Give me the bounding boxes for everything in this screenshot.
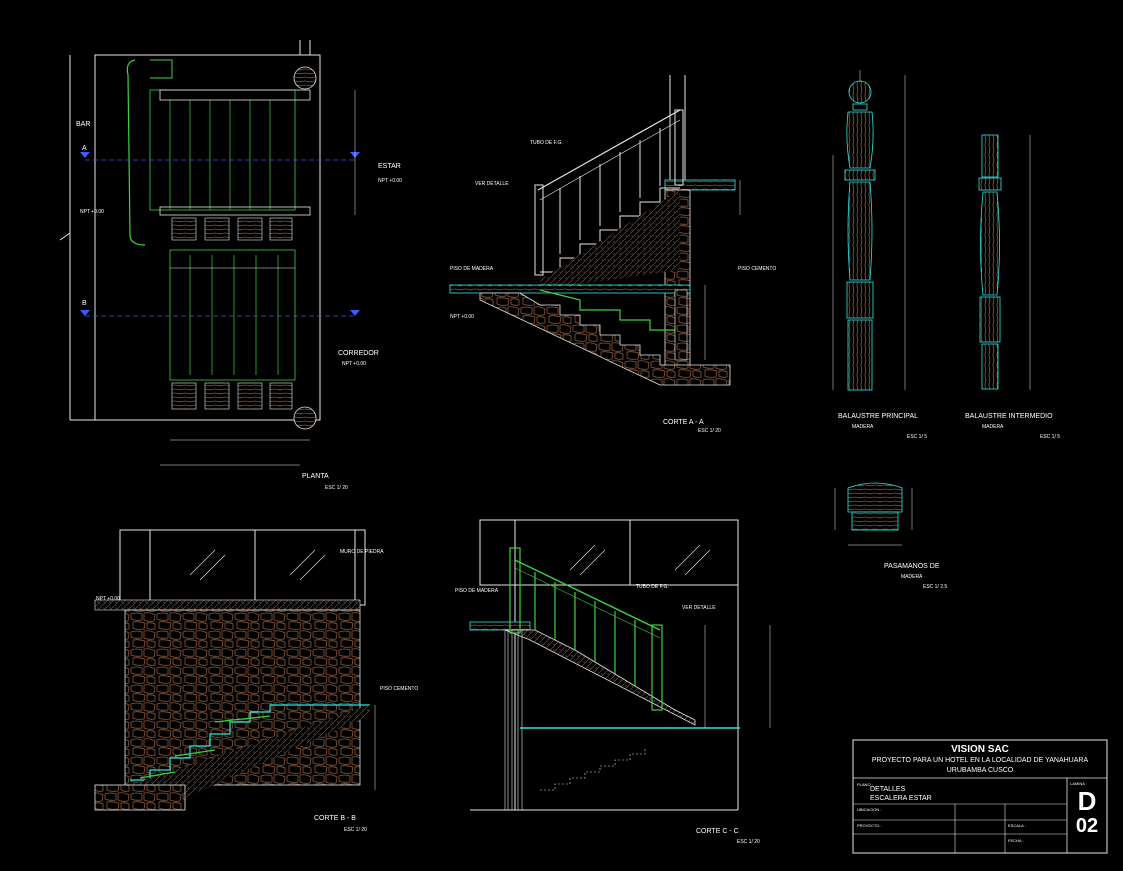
tb-plano-label: PLANO :	[857, 782, 873, 787]
title-block: VISION SAC PROYECTO PARA UN HOTEL EN LA …	[852, 739, 1108, 854]
corte-b-scale: ESC 1/ 20	[344, 827, 367, 833]
plan-cut-b-left: B	[82, 300, 87, 307]
baluster-intermediate-scale: ESC 1/ 5	[1040, 434, 1060, 440]
corte-c-note-2: TUBO DE F.G.	[636, 584, 669, 590]
plan-title: PLANTA	[302, 473, 329, 480]
tb-fecha-label: FECHA :	[1008, 838, 1024, 843]
plan-cut-a-left: A	[82, 145, 87, 152]
tb-project-line1: PROYECTO PARA UN HOTEL EN LA LOCALIDAD D…	[872, 757, 1089, 764]
plan-level-1: NPT +0.00	[80, 209, 104, 215]
corte-a-scale: ESC 1/ 20	[698, 428, 721, 434]
baluster-intermediate: BALAUSTRE INTERMEDIO MADERA ESC 1/ 5	[965, 134, 1060, 440]
plan-level-3: NPT +0.00	[342, 361, 366, 367]
corte-c-title: CORTE C - C	[696, 828, 739, 835]
tb-lamina-letter: D	[1078, 786, 1097, 816]
plan-label-bar: BAR	[76, 121, 90, 128]
handrail-scale: ESC 1/ 2.5	[923, 584, 947, 590]
balusters-c	[534, 572, 636, 686]
baluster-main-scale: ESC 1/ 5	[907, 434, 927, 440]
corte-a-note-2: VER DETALLE	[475, 181, 509, 187]
tb-lamina-number: 02	[1076, 815, 1098, 837]
corte-a-note-4: PISO CEMENTO	[738, 266, 776, 272]
baluster-main: BALAUSTRE PRINCIPAL MADERA ESC 1/ 5	[832, 70, 927, 440]
corte-c-note-3: VER DETALLE	[682, 605, 716, 611]
tb-ubicacion-label: UBICACION :	[857, 807, 881, 812]
handrail-a	[537, 109, 681, 191]
corte-a-level: NPT +0.00	[450, 314, 474, 320]
tb-escala-label: ESCALA :	[1008, 823, 1026, 828]
corte-c-scale: ESC 1/ 20	[737, 839, 760, 845]
newel-post-bottom	[293, 406, 317, 430]
plan-view: BAR ESTAR CORREDOR A B NPT +0.00 NPT +0.…	[59, 40, 402, 491]
tb-lamina-label: LAMINA :	[1070, 781, 1087, 786]
tb-project-line2: URUBAMBA CUSCO	[947, 767, 1014, 774]
tb-plano-1: DETALLES	[870, 786, 906, 793]
plan-upper-treads	[149, 89, 311, 216]
handrail-title: PASAMANOS DE	[884, 563, 940, 570]
plan-lower-treads	[169, 249, 296, 381]
corte-b-note-1: PISO CEMENTO	[380, 686, 418, 692]
corte-c-note-1: PISO DE MADERA	[455, 588, 499, 594]
corte-b-title: CORTE B - B	[314, 815, 356, 822]
balusters-a	[559, 128, 661, 254]
handrail-detail: PASAMANOS DE MADERA ESC 1/ 2.5	[834, 482, 947, 590]
plan-label-corridor: CORREDOR	[338, 350, 379, 357]
baluster-main-subtitle: MADERA	[852, 424, 874, 430]
corte-b-level: NPT +0.00	[96, 596, 120, 602]
handrail-subtitle: MADERA	[901, 574, 923, 580]
tb-plano-2: ESCALERA ESTAR	[870, 795, 932, 802]
corte-a-title: CORTE A - A	[663, 419, 704, 426]
plan-scale: ESC 1/ 20	[325, 485, 348, 491]
plan-level-2: NPT +0.00	[378, 178, 402, 184]
baluster-main-title: BALAUSTRE PRINCIPAL	[838, 413, 918, 420]
handrail-c	[514, 559, 661, 631]
newel-post-top	[293, 66, 317, 90]
corte-a-note-3: PISO DE MADERA	[450, 266, 494, 272]
tb-company: VISION SAC	[951, 744, 1009, 755]
baluster-intermediate-title: BALAUSTRE INTERMEDIO	[965, 413, 1053, 420]
plan-rosettes-upper	[171, 217, 293, 241]
corte-a-note-1: TUBO DE F.G.	[530, 140, 563, 146]
plan-label-estar: ESTAR	[378, 163, 401, 170]
baluster-intermediate-subtitle: MADERA	[982, 424, 1004, 430]
tb-proyecto-label: PROYECTO :	[857, 823, 882, 828]
section-c-c: PISO DE MADERA TUBO DE F.G. VER DETALLE …	[455, 519, 771, 845]
section-a-a: TUBO DE F.G. VER DETALLE PISO DE MADERA …	[449, 75, 776, 434]
corte-b-note-2: MURO DE PIEDRA	[340, 549, 384, 555]
plan-outline	[94, 54, 321, 421]
section-b-b: PISO CEMENTO MURO DE PIEDRA NPT +0.00 CO…	[94, 529, 418, 833]
plan-rosettes-lower	[171, 382, 293, 410]
